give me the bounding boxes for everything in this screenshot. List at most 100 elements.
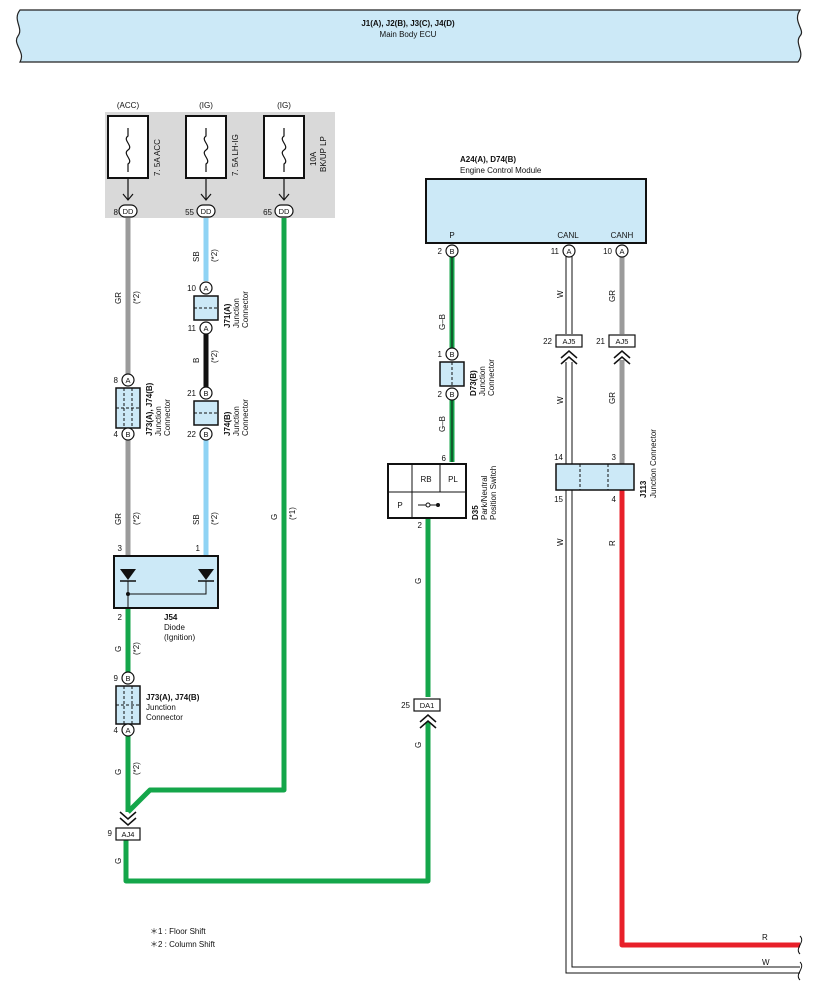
svg-text:Junction: Junction bbox=[478, 366, 487, 396]
fuse-pin-8: 8 DD bbox=[114, 204, 138, 218]
svg-text:A24(A), D74(B): A24(A), D74(B) bbox=[460, 155, 516, 164]
svg-text:DD: DD bbox=[201, 207, 212, 216]
ecm-pin-p: 2 B bbox=[438, 244, 459, 258]
svg-text:6: 6 bbox=[442, 454, 447, 463]
svg-text:22: 22 bbox=[187, 430, 196, 439]
svg-text:AJ5: AJ5 bbox=[563, 337, 576, 346]
ecu-name: Main Body ECU bbox=[380, 30, 437, 39]
svg-text:AJ4: AJ4 bbox=[122, 830, 135, 839]
svg-text:4: 4 bbox=[114, 430, 119, 439]
svg-text:Junction: Junction bbox=[154, 406, 163, 436]
svg-text:2: 2 bbox=[118, 613, 123, 622]
svg-text:Park/Neutral: Park/Neutral bbox=[480, 475, 489, 520]
j73-top-connector: 8 A 4 B J73(A), J74(B) Junction Connecto… bbox=[114, 373, 172, 441]
svg-text:10: 10 bbox=[603, 247, 612, 256]
fuse-pin-65: 65 DD bbox=[263, 204, 294, 218]
svg-text:W: W bbox=[556, 396, 565, 404]
svg-text:GR: GR bbox=[608, 290, 617, 302]
svg-text:Position Switch: Position Switch bbox=[489, 466, 498, 520]
svg-text:10: 10 bbox=[187, 284, 196, 293]
svg-text:Connector: Connector bbox=[487, 359, 496, 396]
svg-text:W: W bbox=[556, 538, 565, 546]
svg-text:15: 15 bbox=[554, 495, 563, 504]
j71-connector: 10 A 11 A J71(A) Junction Connector bbox=[187, 281, 250, 335]
svg-text:SB: SB bbox=[192, 251, 201, 262]
svg-text:14: 14 bbox=[554, 453, 563, 462]
svg-text:R: R bbox=[762, 933, 768, 942]
svg-text:(*2): (*2) bbox=[132, 642, 141, 655]
wire-g-fuse3 bbox=[126, 218, 287, 814]
svg-text:21: 21 bbox=[596, 337, 605, 346]
fuse-block: (ACC) 7. 5A ACC (IG) 7. 5A LH-IG (IG) 10… bbox=[105, 101, 335, 218]
svg-text:G: G bbox=[114, 646, 123, 652]
svg-text:4: 4 bbox=[612, 495, 617, 504]
svg-text:2: 2 bbox=[438, 247, 443, 256]
svg-text:CANH: CANH bbox=[611, 231, 634, 240]
svg-text:21: 21 bbox=[187, 389, 196, 398]
svg-text:G: G bbox=[270, 514, 279, 520]
svg-text:Connector: Connector bbox=[241, 399, 250, 436]
fuse-bkup-name-2: BK/UP LP bbox=[319, 136, 328, 172]
svg-text:1: 1 bbox=[438, 350, 443, 359]
svg-text:G: G bbox=[114, 858, 123, 864]
svg-text:DA1: DA1 bbox=[420, 701, 435, 710]
svg-text:G: G bbox=[414, 742, 423, 748]
outgoing-wire-ends: R W bbox=[762, 933, 803, 981]
svg-text:Connector: Connector bbox=[241, 291, 250, 328]
svg-text:4: 4 bbox=[114, 726, 119, 735]
wire-r bbox=[619, 490, 800, 948]
svg-text:J73(A), J74(B): J73(A), J74(B) bbox=[146, 693, 200, 702]
svg-text:J54: J54 bbox=[164, 613, 178, 622]
svg-text:W: W bbox=[556, 290, 565, 298]
svg-text:(*2): (*2) bbox=[132, 762, 141, 775]
fuse-bkup-name-1: 10A bbox=[309, 151, 318, 166]
svg-text:P: P bbox=[397, 501, 402, 510]
svg-text:Engine Control Module: Engine Control Module bbox=[460, 166, 542, 175]
ecm-pin-canl: 11 A bbox=[551, 244, 576, 258]
svg-text:(*2): (*2) bbox=[210, 350, 219, 363]
svg-text:(*2): (*2) bbox=[132, 291, 141, 304]
svg-text:GR: GR bbox=[114, 292, 123, 304]
engine-control-module: A24(A), D74(B) Engine Control Module P C… bbox=[425, 155, 647, 258]
j54-diode: 3 1 2 J54 Diode (Ignition) bbox=[113, 544, 219, 642]
fuse-lh-ig-supply: (IG) bbox=[199, 101, 213, 110]
svg-text:R: R bbox=[608, 540, 617, 546]
svg-text:D73(B): D73(B) bbox=[469, 370, 478, 396]
svg-text:A: A bbox=[566, 247, 571, 256]
svg-text:B: B bbox=[203, 389, 208, 398]
svg-text:1: 1 bbox=[196, 544, 201, 553]
svg-text:(*2): (*2) bbox=[210, 512, 219, 525]
j113-junction-connector: 14 3 15 4 J113 Junction Connector bbox=[554, 429, 658, 504]
svg-text:(*2): (*2) bbox=[210, 249, 219, 262]
svg-text:Junction Connector: Junction Connector bbox=[649, 429, 658, 498]
legend: ＊1 : Floor Shift ＊2 : Column Shift bbox=[150, 927, 216, 949]
svg-text:B: B bbox=[192, 358, 201, 363]
d73-connector: 1 B 2 B D73(B) Junction Connector bbox=[438, 347, 496, 401]
svg-text:(Ignition): (Ignition) bbox=[164, 633, 195, 642]
svg-text:Connector: Connector bbox=[163, 399, 172, 436]
svg-text:22: 22 bbox=[543, 337, 552, 346]
ecm-pin-canh: 10 A bbox=[603, 244, 629, 258]
svg-text:G: G bbox=[114, 769, 123, 775]
svg-text:Junction: Junction bbox=[146, 703, 176, 712]
svg-text:G–B: G–B bbox=[438, 416, 447, 432]
wire-w bbox=[565, 256, 800, 974]
svg-text:Diode: Diode bbox=[164, 623, 185, 632]
fuse-acc-name: 7. 5A ACC bbox=[153, 139, 162, 176]
svg-text:AJ5: AJ5 bbox=[616, 337, 629, 346]
svg-text:2: 2 bbox=[418, 521, 423, 530]
svg-text:W: W bbox=[762, 958, 770, 967]
svg-text:DD: DD bbox=[279, 207, 290, 216]
svg-text:B: B bbox=[449, 350, 454, 359]
svg-text:(*1): (*1) bbox=[288, 507, 297, 520]
svg-text:B: B bbox=[203, 430, 208, 439]
svg-text:8: 8 bbox=[114, 208, 119, 217]
wire-g-bottom bbox=[123, 722, 431, 884]
svg-text:2: 2 bbox=[438, 390, 443, 399]
svg-text:RB: RB bbox=[420, 475, 431, 484]
main-body-ecu-banner: J1(A), J2(B), J3(C), J4(D) Main Body ECU bbox=[16, 9, 803, 63]
aj4-connector: 9 AJ4 bbox=[108, 811, 141, 841]
svg-text:B: B bbox=[125, 430, 130, 439]
svg-text:B: B bbox=[449, 390, 454, 399]
